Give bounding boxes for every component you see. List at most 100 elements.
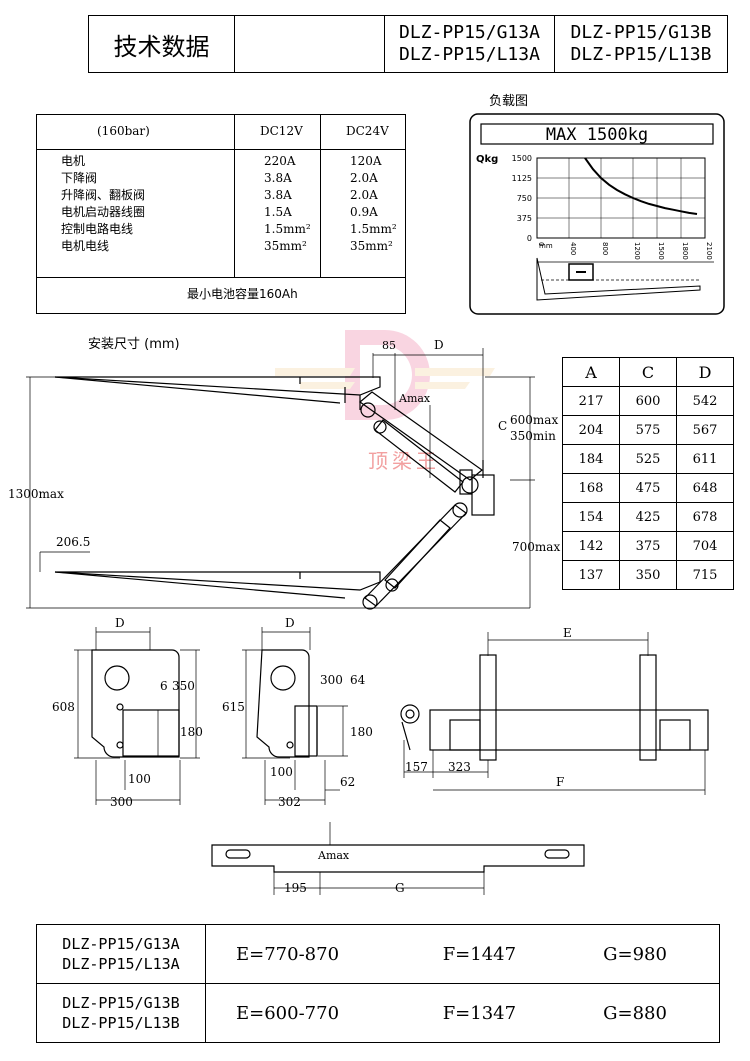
br-E: E: [563, 626, 572, 640]
header-D: D: [676, 357, 734, 387]
bl-350: 350: [172, 679, 195, 693]
bm-62: 62: [340, 775, 355, 789]
spec-value: 3.8A: [264, 171, 292, 185]
header-A: A: [562, 357, 620, 387]
x-tick-label: 1200: [633, 242, 641, 260]
dim-c600: 600max: [510, 413, 558, 427]
bm-64: 64: [350, 673, 366, 687]
spec-value: 2.0A: [350, 171, 378, 185]
model-b-line1: DLZ-PP15/G13B: [570, 22, 712, 43]
beam-amax: Amax: [317, 849, 350, 862]
dim-amax: Amax: [398, 392, 431, 405]
bl-6: 6: [160, 679, 168, 693]
variant-G: G=880: [573, 983, 721, 1043]
crossbar-assembly: [400, 654, 709, 761]
header-C: C: [619, 357, 677, 387]
spec-name: 电机启动器线圈: [61, 205, 146, 219]
y-tick-label: 1125: [512, 174, 532, 183]
col-dc12v: DC12V: [260, 124, 303, 138]
variant-E: E=600-770: [205, 983, 413, 1043]
bm-180: 180: [350, 725, 373, 739]
model-a-line1: DLZ-PP15/G13A: [399, 22, 540, 43]
spec-value: 120A: [350, 154, 382, 168]
dim-206: 206.5: [56, 535, 90, 549]
model-a-line2: DLZ-PP15/L13A: [399, 44, 540, 65]
model-a-block: DLZ-PP15/G13A DLZ-PP15/L13A: [385, 16, 555, 72]
dim-700: 700max: [512, 540, 560, 554]
install-title: 安装尺寸 (mm): [88, 337, 180, 352]
x-tick-label: 1500: [657, 242, 665, 260]
variant-E: E=770-870: [205, 924, 413, 984]
bl-100: 100: [128, 772, 151, 786]
col-dc24v: DC24V: [346, 124, 389, 138]
spec-value: 35mm²: [264, 239, 307, 253]
bracket-mid: [256, 649, 318, 758]
y-tick-label: 750: [517, 194, 532, 203]
beam-195: 195: [284, 881, 307, 895]
dim-c350: 350min: [510, 429, 556, 443]
spec-name: 下降阀: [61, 171, 98, 185]
dim-1300: 1300max: [8, 487, 64, 501]
x-tick-label: 800: [601, 242, 609, 255]
y-tick-label: 1500: [512, 154, 532, 163]
electrical-spec-table: (160bar) DC12V DC24V 电机 下降阀 升降阀、翻板阀 电机启动…: [36, 114, 406, 314]
doc-title: 技术数据: [89, 16, 235, 72]
load-chart-caption: 负载图: [489, 94, 529, 109]
x-tick-label: 2100: [705, 242, 713, 260]
bm-300: 300: [320, 673, 343, 687]
spec-value: 0.9A: [350, 205, 378, 219]
variant-G: G=980: [573, 924, 721, 984]
load-curve: [584, 157, 698, 215]
load-chart-title: MAX 1500kg: [546, 125, 648, 145]
bm-D: D: [285, 616, 295, 630]
bm-302: 302: [278, 795, 301, 809]
br-F: F: [556, 775, 564, 789]
bracket-left: [91, 649, 180, 758]
bl-608: 608: [52, 700, 75, 714]
battery-capacity: 最小电池容量160Ah: [187, 287, 298, 301]
spec-24v-values: 120A 2.0A 2.0A 0.9A 1.5mm² 35mm²: [350, 153, 397, 255]
model-b-line2: DLZ-PP15/L13B: [570, 44, 712, 65]
spec-name: 升降阀、翻板阀: [61, 188, 146, 202]
bl-300: 300: [110, 795, 133, 809]
spec-value: 3.8A: [264, 188, 292, 202]
spec-12v-values: 220A 3.8A 3.8A 1.5A 1.5mm² 35mm²: [264, 153, 311, 255]
spec-name: 电机电线: [61, 239, 110, 253]
spec-value: 35mm²: [350, 239, 393, 253]
spec-value: 220A: [264, 154, 296, 168]
spec-value: 1.5A: [264, 205, 292, 219]
bl-D: D: [115, 616, 125, 630]
variant-F: F=1447: [412, 924, 574, 984]
spec-value: 1.5mm²: [350, 222, 397, 236]
bl-180: 180: [180, 725, 203, 739]
header-title-block: 技术数据 DLZ-PP15/G13A DLZ-PP15/L13A DLZ-PP1…: [88, 15, 728, 73]
mount-beam: [211, 844, 585, 873]
br-157: 157: [405, 760, 428, 774]
x-tick-label: 1800: [681, 242, 689, 260]
spec-name: 控制电路电线: [61, 222, 134, 236]
header-blank: [235, 16, 385, 72]
y-tick-label: 375: [517, 214, 532, 223]
x-tick-label: 400: [569, 242, 577, 255]
bm-100: 100: [270, 765, 293, 779]
load-chart-frame: [469, 113, 725, 315]
model-b-block: DLZ-PP15/G13B DLZ-PP15/L13B: [555, 16, 727, 72]
x-tick-label: 0: [537, 242, 545, 246]
install-dimensions: [26, 348, 535, 609]
y-tick-label: 0: [527, 234, 532, 243]
spec-name: 电机: [61, 154, 86, 168]
pressure-label: (160bar): [97, 124, 150, 138]
load-chart-ylabel: Qkg: [476, 154, 498, 165]
dim-D: D: [434, 338, 444, 352]
